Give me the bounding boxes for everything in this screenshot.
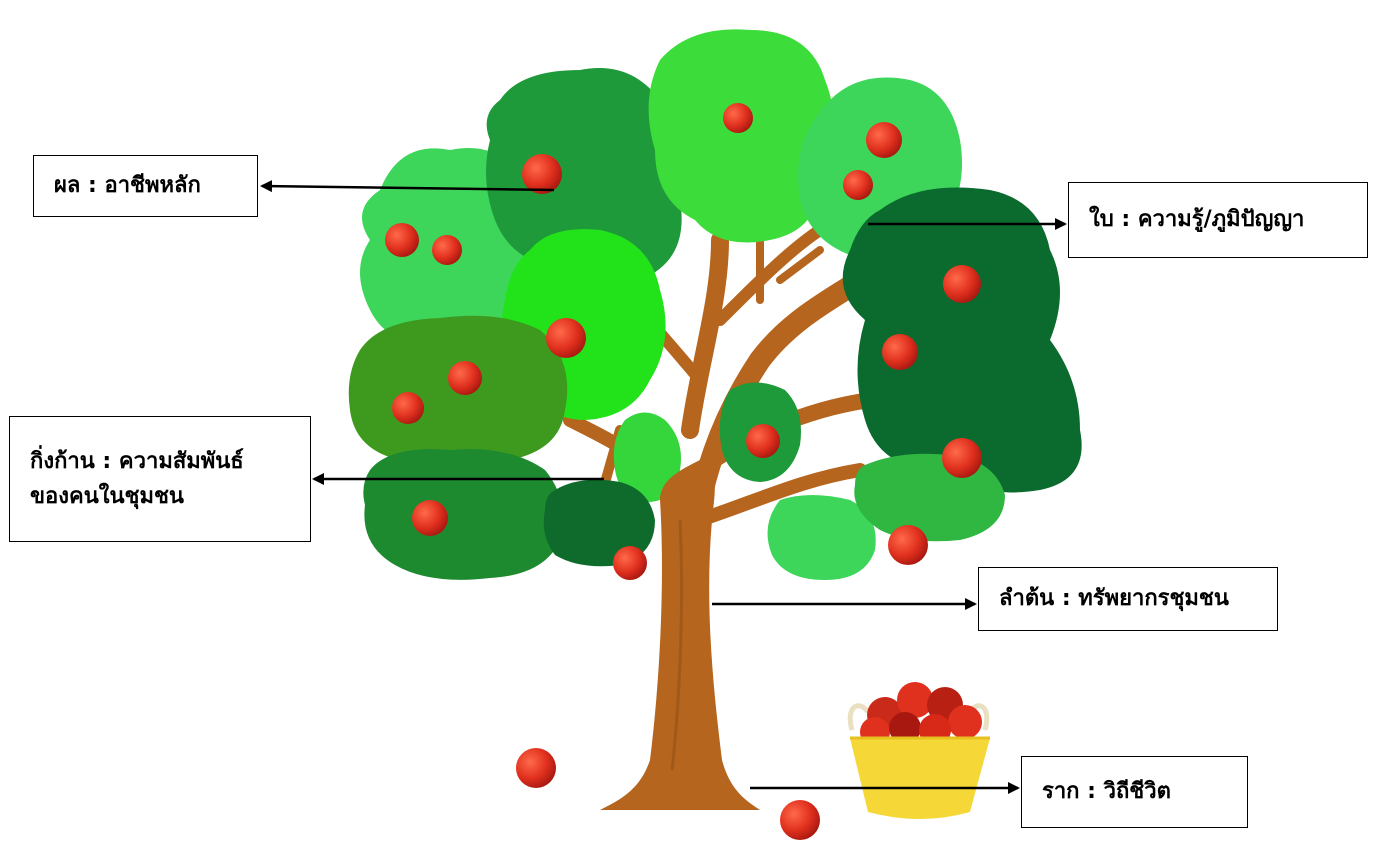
leaf-clump [842, 187, 1082, 493]
apple-icon [432, 235, 462, 265]
label-leaves: ใบ : ความรู้/ภูมิปัญญา [1068, 182, 1368, 258]
label-branches-line1: กิ่งก้าน : ความสัมพันธ์ [30, 448, 244, 474]
leaf-clump [648, 29, 834, 243]
apple-icon [888, 525, 928, 565]
apple-icon [546, 318, 586, 358]
label-roots-text: ราก : วิถีชีวิต [1042, 779, 1171, 805]
leaf-clump [767, 495, 876, 580]
apple-icon [723, 103, 753, 133]
label-trunk-text: ลำต้น : ทรัพยากรชุมชน [999, 586, 1229, 612]
apple-icon [516, 748, 556, 788]
trunk [600, 460, 760, 810]
arrow-icon [260, 180, 555, 193]
label-branches-line2: ของคนในชุมชน [30, 484, 184, 509]
label-fruit: ผล : อาชีพหลัก [33, 155, 258, 217]
leaf-clump [486, 68, 683, 284]
apple-icon [942, 438, 982, 478]
apple-icon [385, 223, 419, 257]
apple-icon [522, 154, 562, 194]
leaf-clump [363, 449, 563, 580]
label-branches: กิ่งก้าน : ความสัมพันธ์ ของคนในชุมชน [9, 416, 311, 542]
label-fruit-text: ผล : อาชีพหลัก [54, 173, 201, 199]
apple-icon [780, 800, 820, 840]
apples [385, 103, 982, 840]
apple-icon [613, 546, 647, 580]
apple-icon [392, 392, 424, 424]
leaf-clump [543, 479, 655, 567]
leaf-clump [854, 453, 1005, 542]
label-trunk: ลำต้น : ทรัพยากรชุมชน [978, 567, 1278, 631]
apple-icon [882, 334, 918, 370]
basket-icon [847, 682, 990, 819]
apple-icon [843, 170, 873, 200]
apple-icon [746, 424, 780, 458]
apple-icon [943, 265, 981, 303]
apple-icon [412, 500, 448, 536]
apple-icon [866, 122, 902, 158]
apple-icon [448, 361, 482, 395]
arrows [260, 180, 1067, 794]
leaf-clump [613, 412, 681, 502]
label-leaves-text: ใบ : ความรู้/ภูมิปัญญา [1089, 207, 1305, 233]
label-roots: ราก : วิถีชีวิต [1021, 756, 1248, 828]
